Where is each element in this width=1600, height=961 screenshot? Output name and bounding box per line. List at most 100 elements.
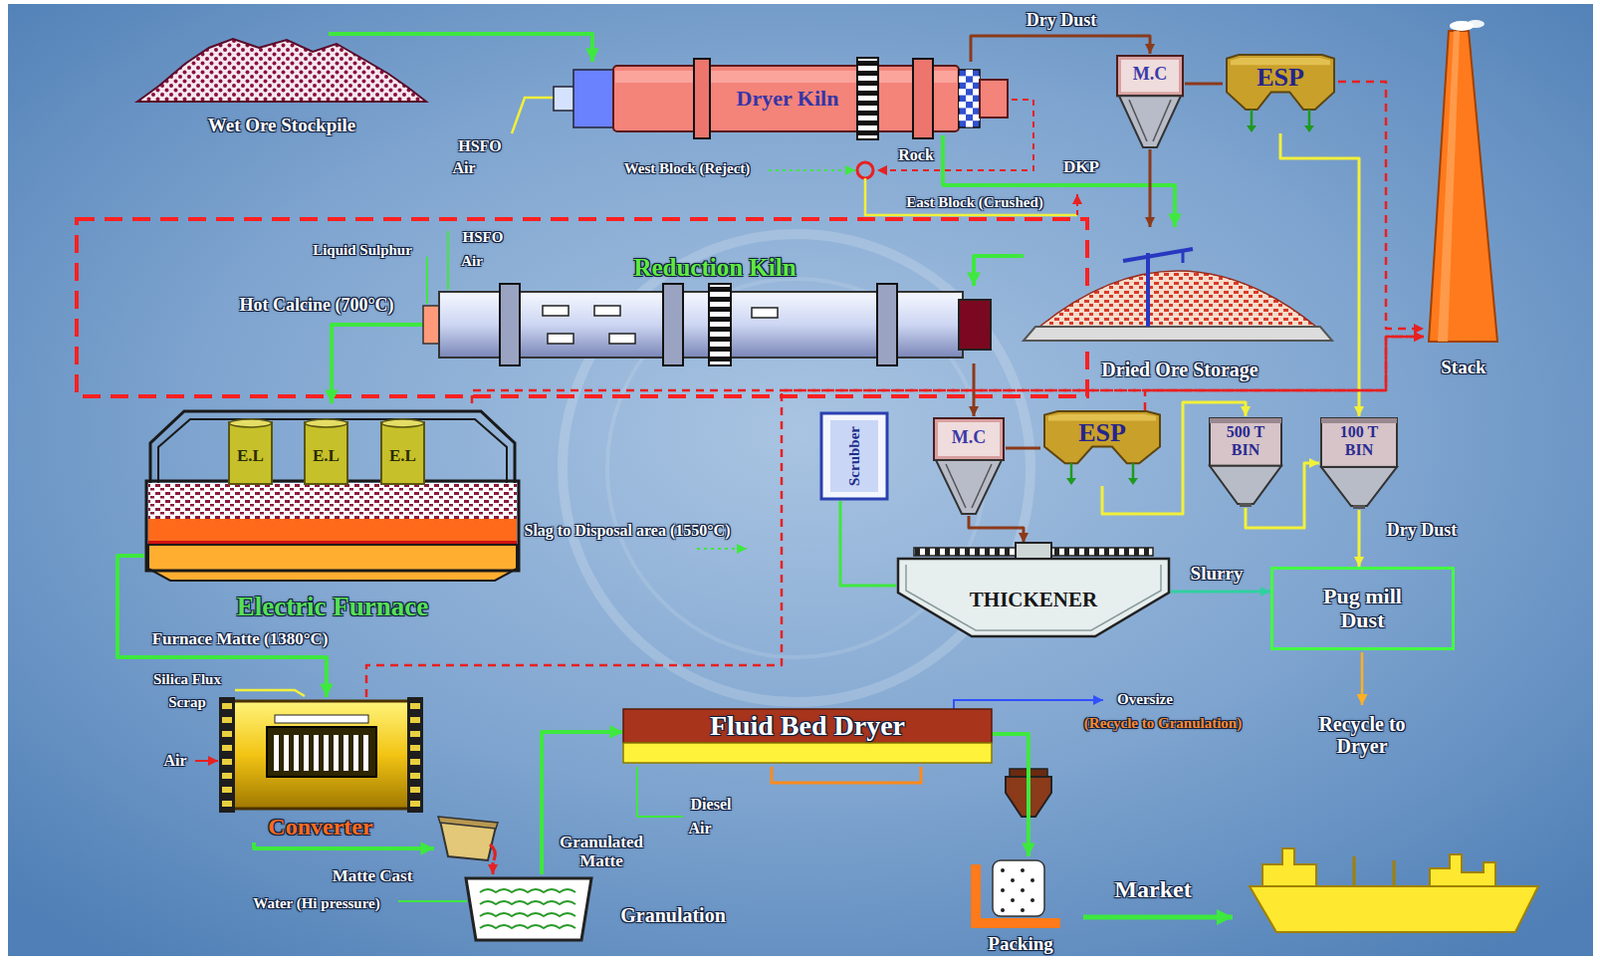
flow-label: Hot Calcine (700°C) bbox=[238, 295, 394, 316]
node-label: Dried Ore Storage bbox=[1101, 358, 1258, 381]
rect-part bbox=[1064, 547, 1070, 556]
rect-part bbox=[623, 708, 992, 743]
rect-part bbox=[984, 547, 990, 556]
ship-deck bbox=[1429, 854, 1496, 887]
rect-part bbox=[857, 57, 879, 140]
annotation-label: (Recycle to Granulation) bbox=[1084, 714, 1242, 732]
node-label: 500 T BIN bbox=[1214, 423, 1277, 458]
rect-part bbox=[958, 114, 966, 121]
rect-part bbox=[965, 82, 973, 89]
rect-part bbox=[219, 696, 235, 813]
line-part bbox=[1308, 109, 1312, 127]
rect-part bbox=[222, 772, 232, 779]
node-label: Scrubber bbox=[846, 426, 864, 486]
polygon-part bbox=[1044, 411, 1160, 463]
rect-part bbox=[547, 333, 574, 344]
rect-part bbox=[613, 65, 959, 132]
rect-part bbox=[958, 88, 966, 95]
polygon-part bbox=[935, 459, 1002, 514]
dryer-kiln: Dryer Kiln bbox=[553, 61, 1012, 136]
rect-part bbox=[1074, 547, 1080, 556]
rect-part bbox=[857, 60, 879, 66]
rect-part bbox=[708, 283, 731, 366]
rect-part bbox=[857, 110, 879, 116]
polygon-part bbox=[465, 878, 592, 940]
flow-connector bbox=[1148, 149, 1152, 228]
rect-part bbox=[708, 286, 731, 292]
circle-part bbox=[1020, 908, 1025, 913]
rect-part bbox=[708, 316, 731, 322]
ellipse-part bbox=[305, 419, 348, 428]
node-label: ESP bbox=[1256, 63, 1305, 93]
rect-part bbox=[914, 547, 920, 556]
node-label: Fluid Bed Dryer bbox=[709, 710, 906, 742]
rect-part bbox=[958, 69, 980, 128]
polygon-part bbox=[1226, 54, 1335, 110]
flow-connector bbox=[1338, 81, 1424, 329]
rect-part bbox=[974, 547, 980, 556]
line-part bbox=[1152, 99, 1171, 142]
annotation-label: Liquid Sulphur bbox=[312, 241, 413, 259]
rect-part bbox=[708, 346, 731, 352]
flow-connector bbox=[968, 515, 1024, 543]
polygon-part bbox=[148, 544, 517, 581]
node-label: 100 T BIN bbox=[1328, 423, 1390, 458]
rect-part bbox=[857, 100, 879, 106]
rect-part bbox=[410, 744, 421, 751]
annotation-label: Silica Flux bbox=[153, 671, 222, 688]
line-part bbox=[945, 463, 966, 508]
rect-part bbox=[343, 734, 349, 771]
rect-part bbox=[273, 734, 279, 771]
annotation-label: Slag to Disposal area (1550°C) bbox=[524, 521, 731, 540]
electrode: E.L bbox=[302, 418, 350, 485]
rect-part bbox=[693, 58, 710, 139]
flow-connector bbox=[973, 255, 1024, 286]
circle-part bbox=[1000, 908, 1005, 913]
rect-part bbox=[1321, 418, 1397, 424]
rect-part bbox=[708, 326, 731, 332]
rect-part bbox=[1084, 547, 1090, 556]
ship-hull bbox=[1249, 886, 1539, 932]
rect-part bbox=[228, 422, 272, 484]
converter-vessel: Converter bbox=[219, 696, 424, 843]
flow-connector bbox=[991, 733, 1029, 857]
rect-part bbox=[1134, 547, 1140, 556]
rect-part bbox=[992, 860, 1045, 916]
flow-connector bbox=[1358, 509, 1362, 567]
circle-part bbox=[1030, 878, 1035, 883]
annotation-label: Diesel bbox=[690, 795, 732, 814]
rect-part bbox=[958, 75, 966, 82]
flow-connector bbox=[253, 842, 435, 849]
rect-part bbox=[933, 418, 1004, 460]
flow-label: Slurry bbox=[1190, 563, 1244, 585]
rect-part bbox=[230, 700, 412, 809]
flow-connector bbox=[840, 500, 897, 586]
dust-bin: 100 T BIN bbox=[1319, 416, 1399, 510]
precipitator: ESP bbox=[1222, 53, 1339, 134]
cyclone-collector: M.C bbox=[931, 416, 1006, 516]
node-label: Pug mill Dust bbox=[1308, 584, 1418, 633]
rect-part bbox=[615, 70, 957, 83]
line-part bbox=[1132, 462, 1136, 479]
rect-part bbox=[1124, 547, 1130, 556]
rect-part bbox=[222, 702, 232, 709]
fuel-feed-line bbox=[447, 230, 450, 290]
rect-part bbox=[293, 734, 299, 771]
rect-part bbox=[965, 107, 973, 114]
flow-connector bbox=[328, 33, 593, 62]
rect-part bbox=[274, 714, 369, 723]
rect-part bbox=[410, 758, 421, 765]
rect-part bbox=[222, 758, 232, 765]
thickener-tank: THICKENER bbox=[896, 542, 1171, 641]
rect-part bbox=[304, 422, 348, 484]
dryer-support bbox=[771, 766, 921, 783]
rect-part bbox=[410, 702, 421, 709]
rect-part bbox=[857, 90, 879, 96]
annotation-label: Air bbox=[687, 819, 711, 838]
rect-part bbox=[407, 696, 424, 813]
fluid-bed-dryer: Fluid Bed Dryer bbox=[623, 708, 992, 767]
rect-part bbox=[1054, 547, 1060, 556]
rect-part bbox=[363, 734, 369, 771]
ellipse-part bbox=[382, 419, 425, 428]
flow-connector bbox=[1170, 590, 1271, 594]
